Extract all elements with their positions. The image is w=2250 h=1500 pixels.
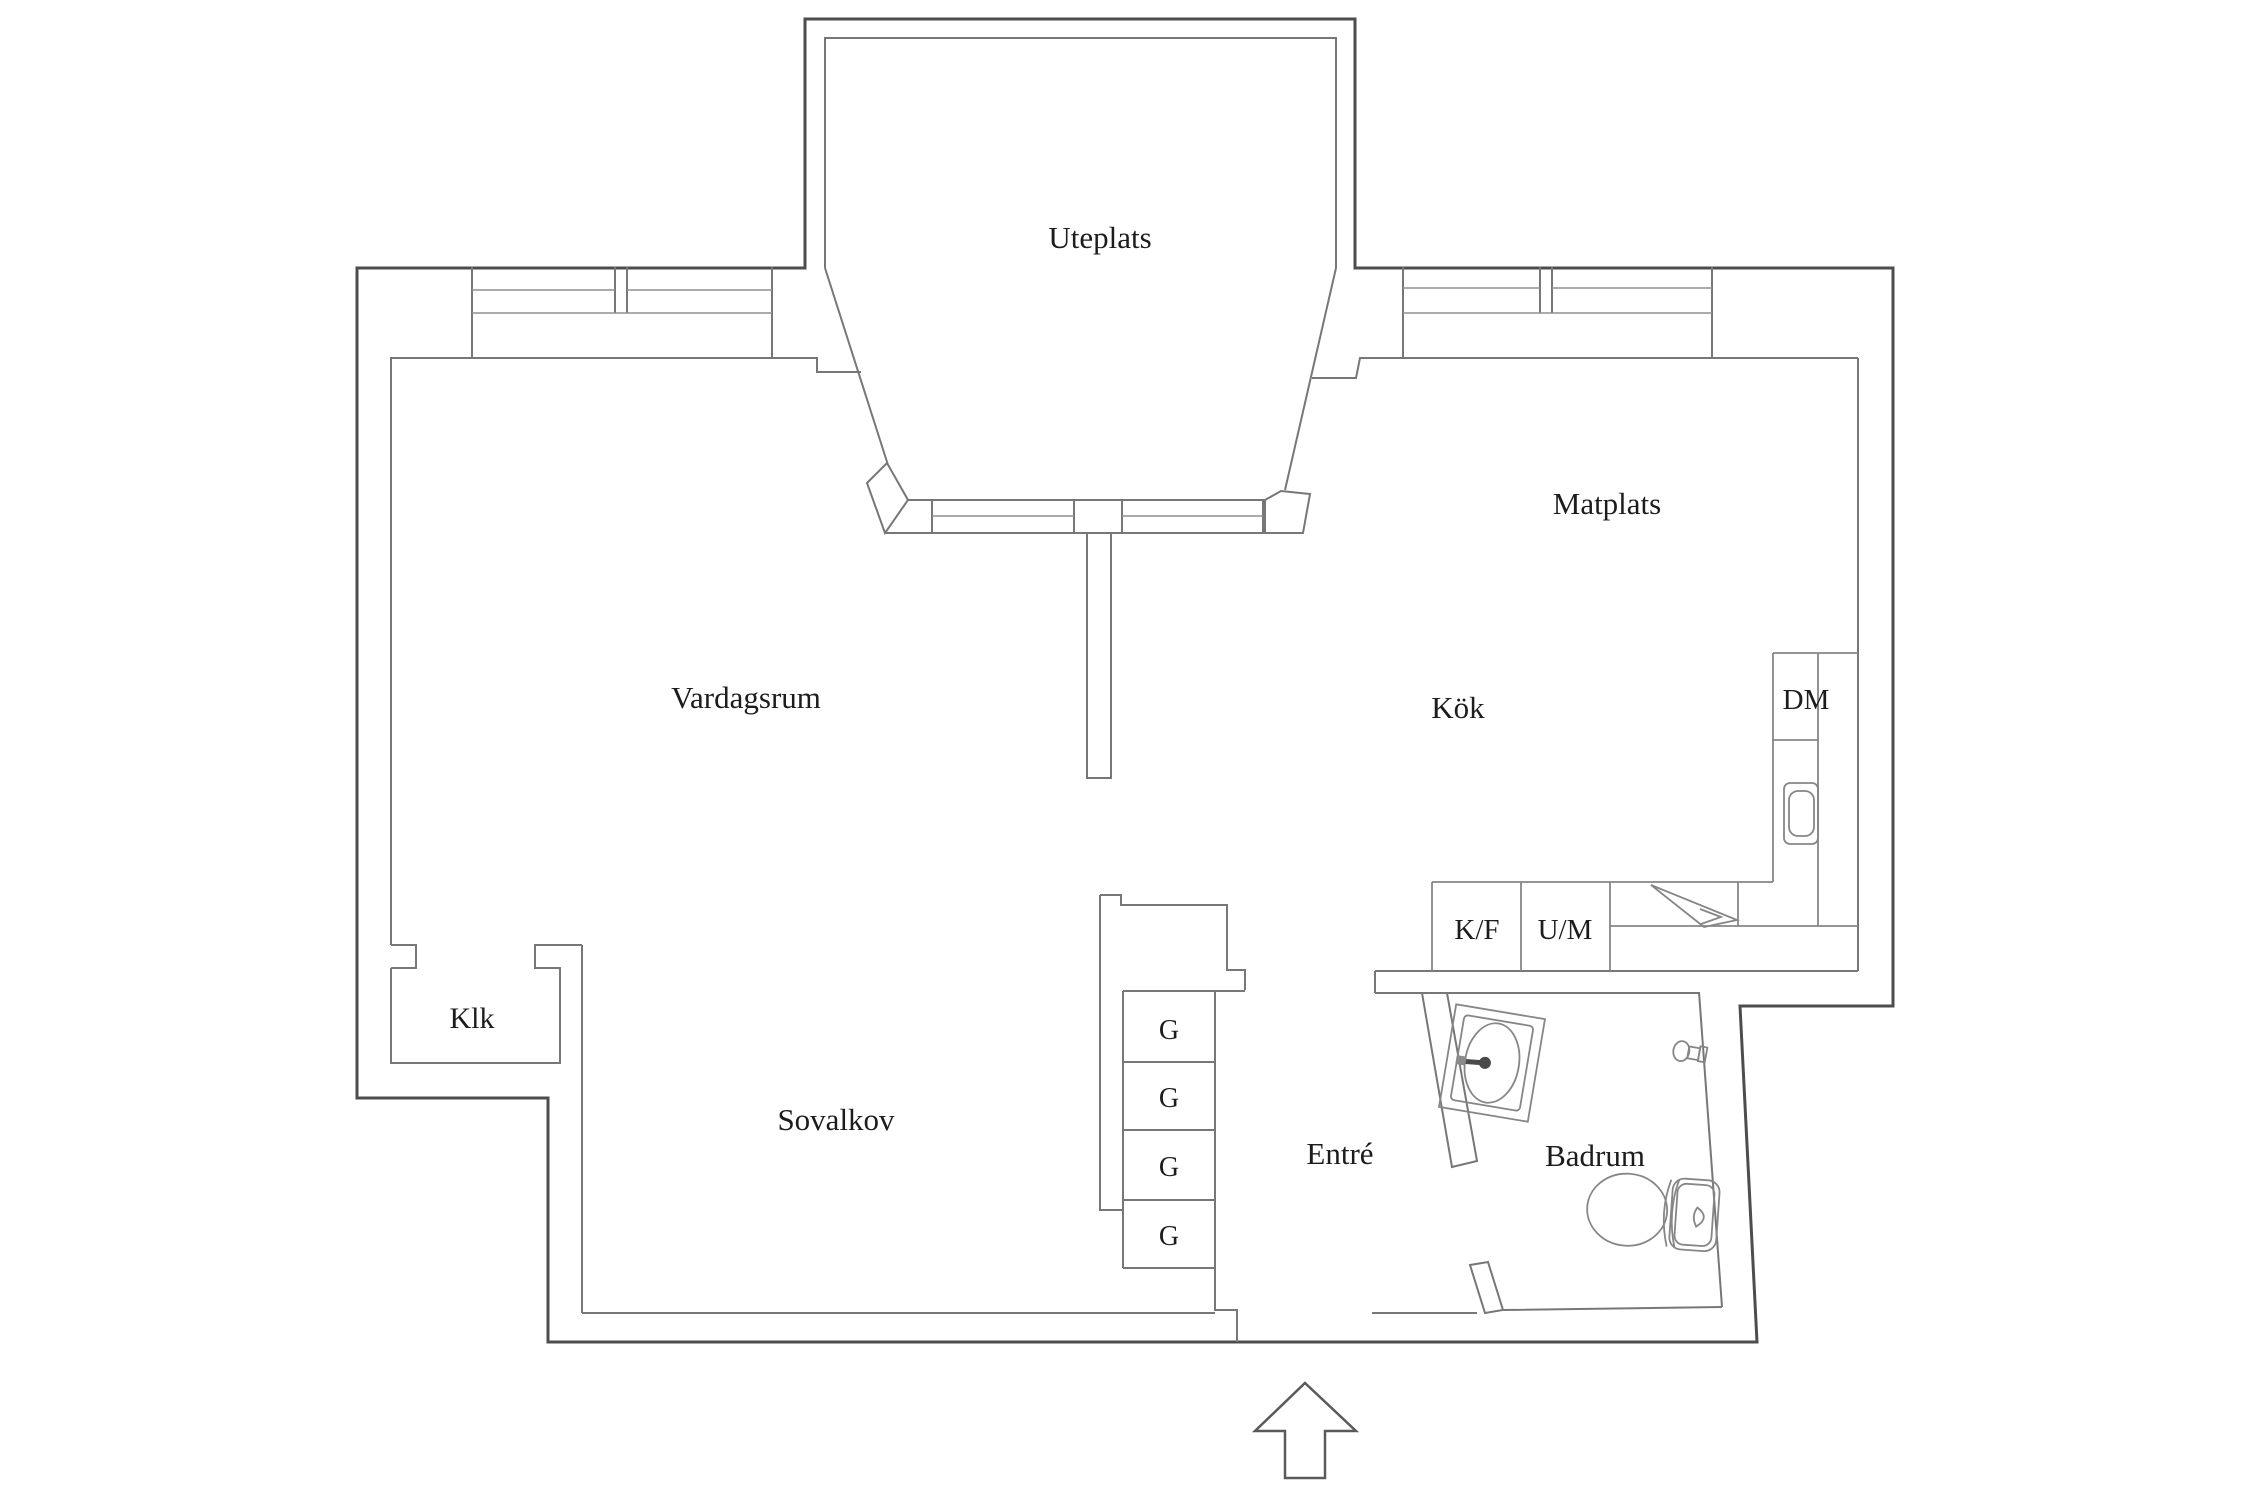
door-handle-icon — [1672, 1040, 1709, 1064]
corner-cabinet-icon — [1650, 884, 1741, 928]
wardrobe-column — [1122, 991, 1238, 1342]
kitchen-sink-icon — [1783, 782, 1819, 845]
faucet-icon — [1455, 1055, 1491, 1069]
entre-north-wall — [1099, 894, 1246, 1211]
room-label-entre: Entré — [1306, 1136, 1373, 1171]
patio-right-diagonal-wall — [1284, 267, 1337, 491]
fixture-label-um: U/M — [1538, 914, 1593, 946]
top-wall-inner-right — [1312, 357, 1858, 379]
bathroom-sink-wall — [1420, 992, 1479, 1169]
bathroom-sink-icon — [1437, 1003, 1547, 1123]
room-divider-stub — [1086, 533, 1112, 779]
room-label-badrum: Badrum — [1545, 1138, 1645, 1173]
patio-left-diagonal-wall — [824, 267, 889, 466]
klk-closet-walls — [390, 944, 582, 1064]
wardrobe-label-g1: G — [1159, 1015, 1179, 1046]
kitchen-south-wall-band — [1374, 970, 1858, 994]
wardrobe-label-g2: G — [1159, 1083, 1179, 1114]
entrance-arrow-icon — [1251, 1381, 1360, 1480]
room-label-matplats: Matplats — [1553, 486, 1662, 521]
patio-right-corner-block — [1264, 489, 1312, 534]
room-label-uteplats: Uteplats — [1048, 220, 1151, 255]
toilet-icon — [1586, 1172, 1721, 1253]
fixture-label-kf: K/F — [1454, 914, 1499, 946]
room-label-klk: Klk — [450, 1002, 495, 1035]
bathroom-south-wall — [1372, 1306, 1723, 1314]
bathroom-east-wall — [1698, 991, 1723, 1308]
wardrobe-label-g4: G — [1159, 1221, 1179, 1252]
top-wall-inner-left — [390, 357, 861, 373]
wardrobe-label-g3: G — [1159, 1152, 1179, 1183]
outer-wall — [355, 17, 1895, 1344]
patio-inner-wall — [824, 37, 1337, 268]
fixture-label-dm: DM — [1783, 684, 1830, 716]
top-window-right-glass — [1403, 287, 1712, 314]
top-window-left-glass — [472, 289, 772, 314]
room-label-vardagsrum: Vardagsrum — [671, 680, 821, 715]
room-label-sovalkov: Sovalkov — [777, 1102, 895, 1137]
patio-left-corner-block — [865, 461, 910, 536]
bathroom-door-stub — [1468, 1260, 1505, 1315]
room-label-kok: Kök — [1431, 690, 1485, 725]
